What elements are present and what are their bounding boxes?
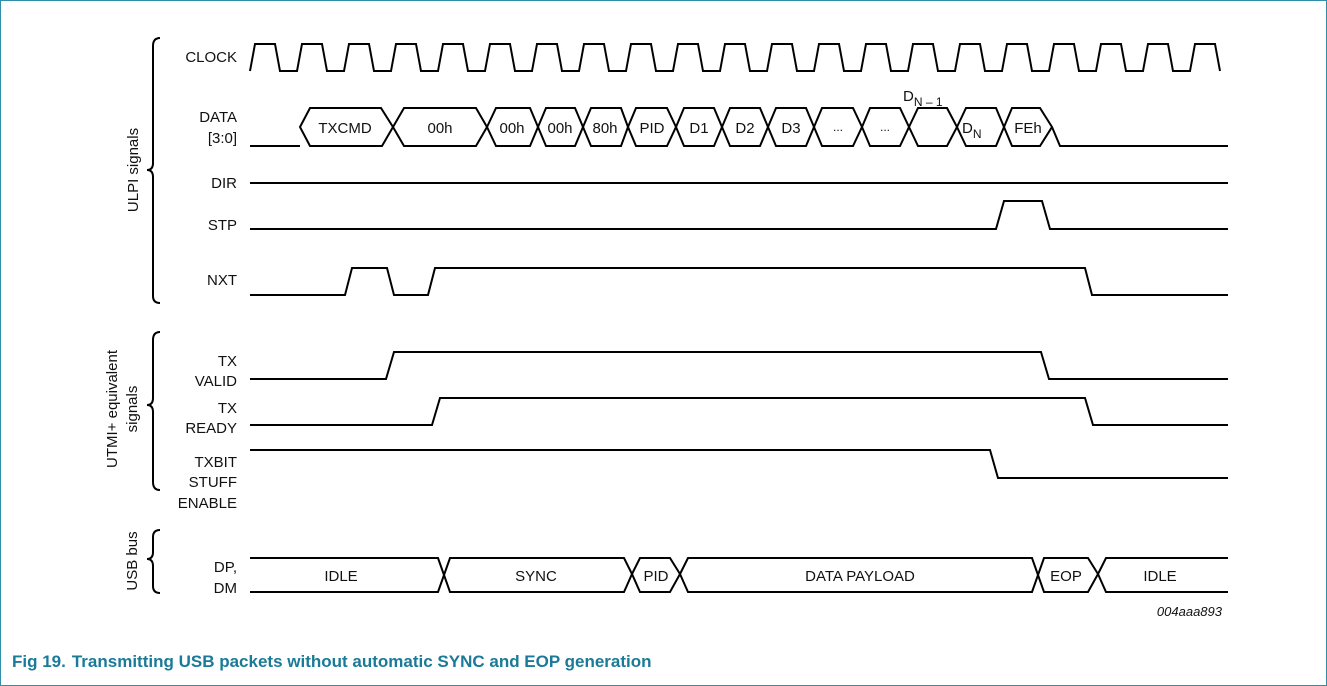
signal-txbitstuff-label-line3: ENABLE: [178, 495, 237, 512]
figure-id: 004aaa893: [1157, 604, 1223, 619]
data-bus-waveform: [250, 107, 1228, 147]
utmi-group-label-line2: signals: [124, 386, 141, 433]
stp-waveform: [250, 200, 1228, 230]
usb-idle-end: IDLE: [1143, 568, 1176, 585]
ulpi-group-label: ULPI signals: [125, 128, 142, 212]
data-00h-a: 00h: [499, 120, 524, 137]
signal-txbitstuff-label-line1: TXBIT: [194, 454, 237, 471]
txvalid-waveform: [250, 351, 1228, 380]
caption-number: Fig 19.: [12, 652, 66, 671]
signal-dir-label: DIR: [211, 175, 237, 192]
ulpi-brace: [146, 37, 161, 304]
signal-data-label-line2: [3:0]: [208, 130, 237, 147]
clock-waveform: [249, 43, 1221, 72]
signal-nxt-label: NXT: [207, 272, 237, 289]
usb-eop: EOP: [1050, 568, 1082, 585]
signal-dpdm-label-line1: DP,: [214, 559, 237, 576]
data-00h-wide: 00h: [427, 120, 452, 137]
txready-waveform: [250, 397, 1228, 426]
signal-data-label-line1: DATA: [199, 109, 237, 126]
data-feh: FEh: [1014, 120, 1042, 137]
usb-pid: PID: [643, 568, 668, 585]
usb-group-label: USB bus: [124, 531, 141, 590]
data-80h: 80h: [592, 120, 617, 137]
figure-caption: Fig 19. Transmitting USB packets without …: [12, 652, 658, 672]
data-ellipsis-b: ...: [880, 120, 890, 134]
signal-txvalid-label-line2: VALID: [195, 373, 237, 390]
caption-text: Transmitting USB packets without automat…: [71, 652, 652, 671]
utmi-group-label-line1: UTMI+ equivalent: [104, 349, 121, 468]
data-00h-b: 00h: [547, 120, 572, 137]
data-dn-base: D: [962, 120, 973, 137]
data-d3: D3: [781, 120, 800, 137]
usb-data-payload: DATA PAYLOAD: [805, 568, 915, 585]
data-d1: D1: [689, 120, 708, 137]
usb-bus-waveform: [250, 557, 1228, 593]
usb-brace: [146, 529, 161, 594]
usb-idle-start: IDLE: [324, 568, 357, 585]
signal-txbitstuff-label-line2: STUFF: [189, 474, 237, 491]
data-dn-sub: N: [973, 127, 982, 141]
signal-txready-label-line2: READY: [185, 420, 237, 437]
data-dn-minus-1-sub: N – 1: [914, 95, 943, 109]
data-dn-minus-1-base: D: [903, 88, 914, 105]
data-dn-minus-1-label: DN – 1: [903, 88, 943, 109]
utmi-brace: [146, 331, 161, 491]
data-txcmd: TXCMD: [318, 120, 371, 137]
data-ellipsis-a: ...: [833, 120, 843, 134]
data-dn-label: DN: [962, 120, 982, 141]
nxt-waveform: [250, 267, 1228, 296]
data-pid: PID: [639, 120, 664, 137]
txbitstuff-waveform: [250, 449, 1228, 479]
signal-txready-label-line1: TX: [218, 400, 237, 417]
usb-sync: SYNC: [515, 568, 557, 585]
signal-dpdm-label-line2: DM: [214, 580, 237, 597]
data-d2: D2: [735, 120, 754, 137]
signal-txvalid-label-line1: TX: [218, 353, 237, 370]
signal-stp-label: STP: [208, 217, 237, 234]
signal-clock-label: CLOCK: [185, 49, 237, 66]
